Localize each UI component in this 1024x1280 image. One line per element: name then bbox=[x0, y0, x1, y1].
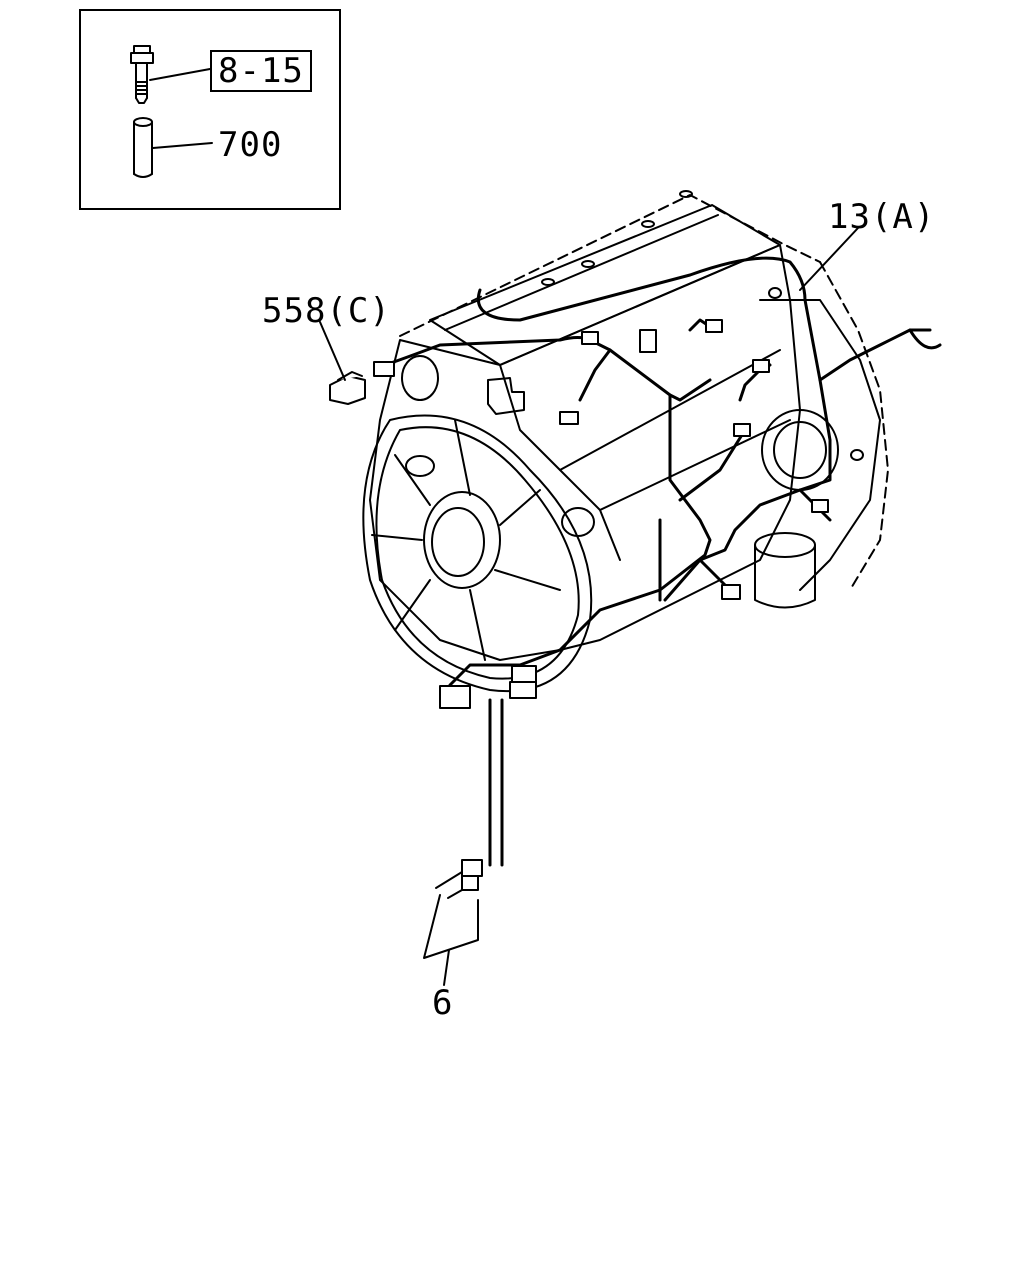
callout-clip-label: 558(C) bbox=[262, 291, 391, 331]
starter-icon bbox=[754, 532, 816, 609]
clip-icon bbox=[329, 371, 366, 405]
callout-sleeve-label: 700 bbox=[218, 125, 283, 165]
bolt-icon bbox=[130, 45, 154, 104]
callout-connector-label: 6 bbox=[432, 983, 454, 1023]
callout-bolt-label: 8-15 bbox=[210, 50, 312, 92]
callout-harness-label: 13(A) bbox=[828, 197, 936, 237]
connector-blocks bbox=[373, 319, 829, 891]
inset-frame bbox=[79, 9, 341, 210]
fan-icon bbox=[362, 414, 593, 693]
wiring-harness bbox=[383, 256, 942, 867]
sleeve-icon bbox=[133, 117, 153, 178]
engine-block bbox=[369, 190, 889, 661]
